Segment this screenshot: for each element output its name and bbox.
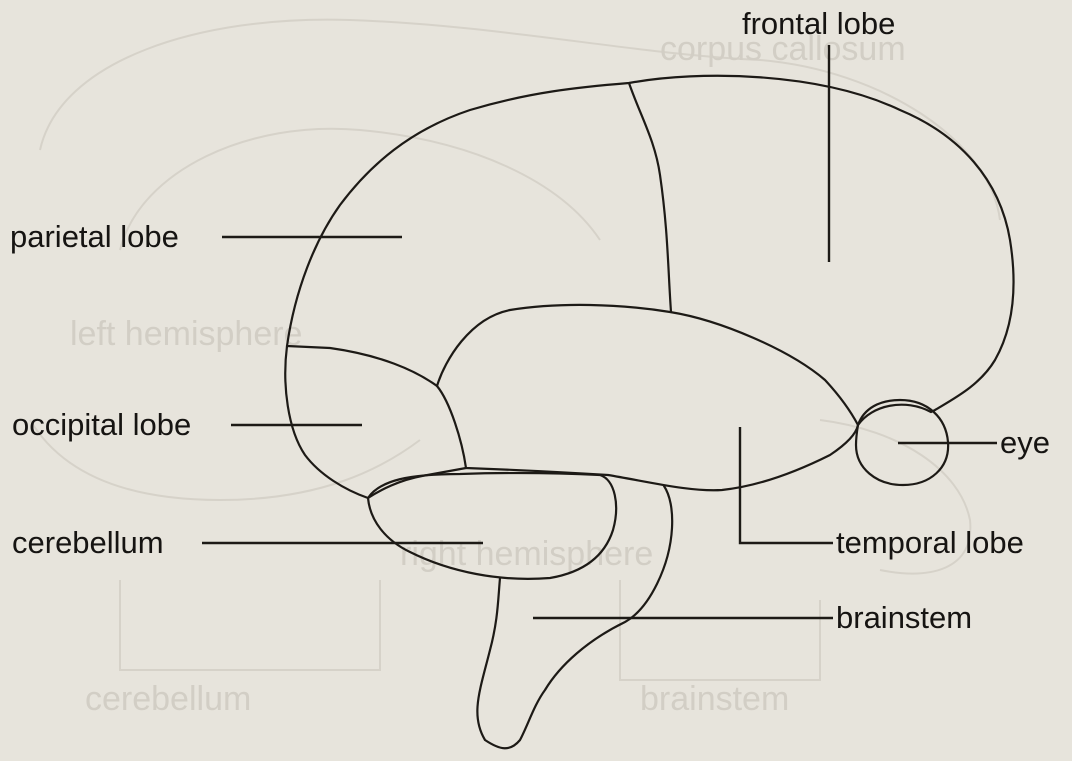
ghost-inner-curve bbox=[120, 129, 600, 250]
cerebrum-outline bbox=[287, 76, 1014, 425]
label-parietal-lobe: parietal lobe bbox=[10, 219, 179, 254]
ghost-label-brainstem: brainstem bbox=[640, 680, 789, 718]
label-eye: eye bbox=[1000, 425, 1050, 460]
label-temporal-lobe: temporal lobe bbox=[836, 525, 1024, 560]
label-occipital-lobe: occipital lobe bbox=[12, 407, 191, 442]
label-frontal-lobe: frontal lobe bbox=[742, 6, 895, 41]
brain-outlines bbox=[285, 76, 1013, 749]
temporal-lobe-outline bbox=[437, 386, 858, 490]
parietal-frontal-boundary bbox=[629, 83, 671, 312]
ghost-label-cerebellum: cerebellum bbox=[85, 680, 251, 718]
label-cerebellum: cerebellum bbox=[12, 525, 164, 560]
ghost-box-left bbox=[120, 580, 380, 670]
ghost-label-left-hemisphere: left hemisphere bbox=[70, 315, 302, 353]
label-brainstem: brainstem bbox=[836, 600, 972, 635]
ghost-label-right-hemisphere: right hemisphere bbox=[400, 535, 653, 573]
